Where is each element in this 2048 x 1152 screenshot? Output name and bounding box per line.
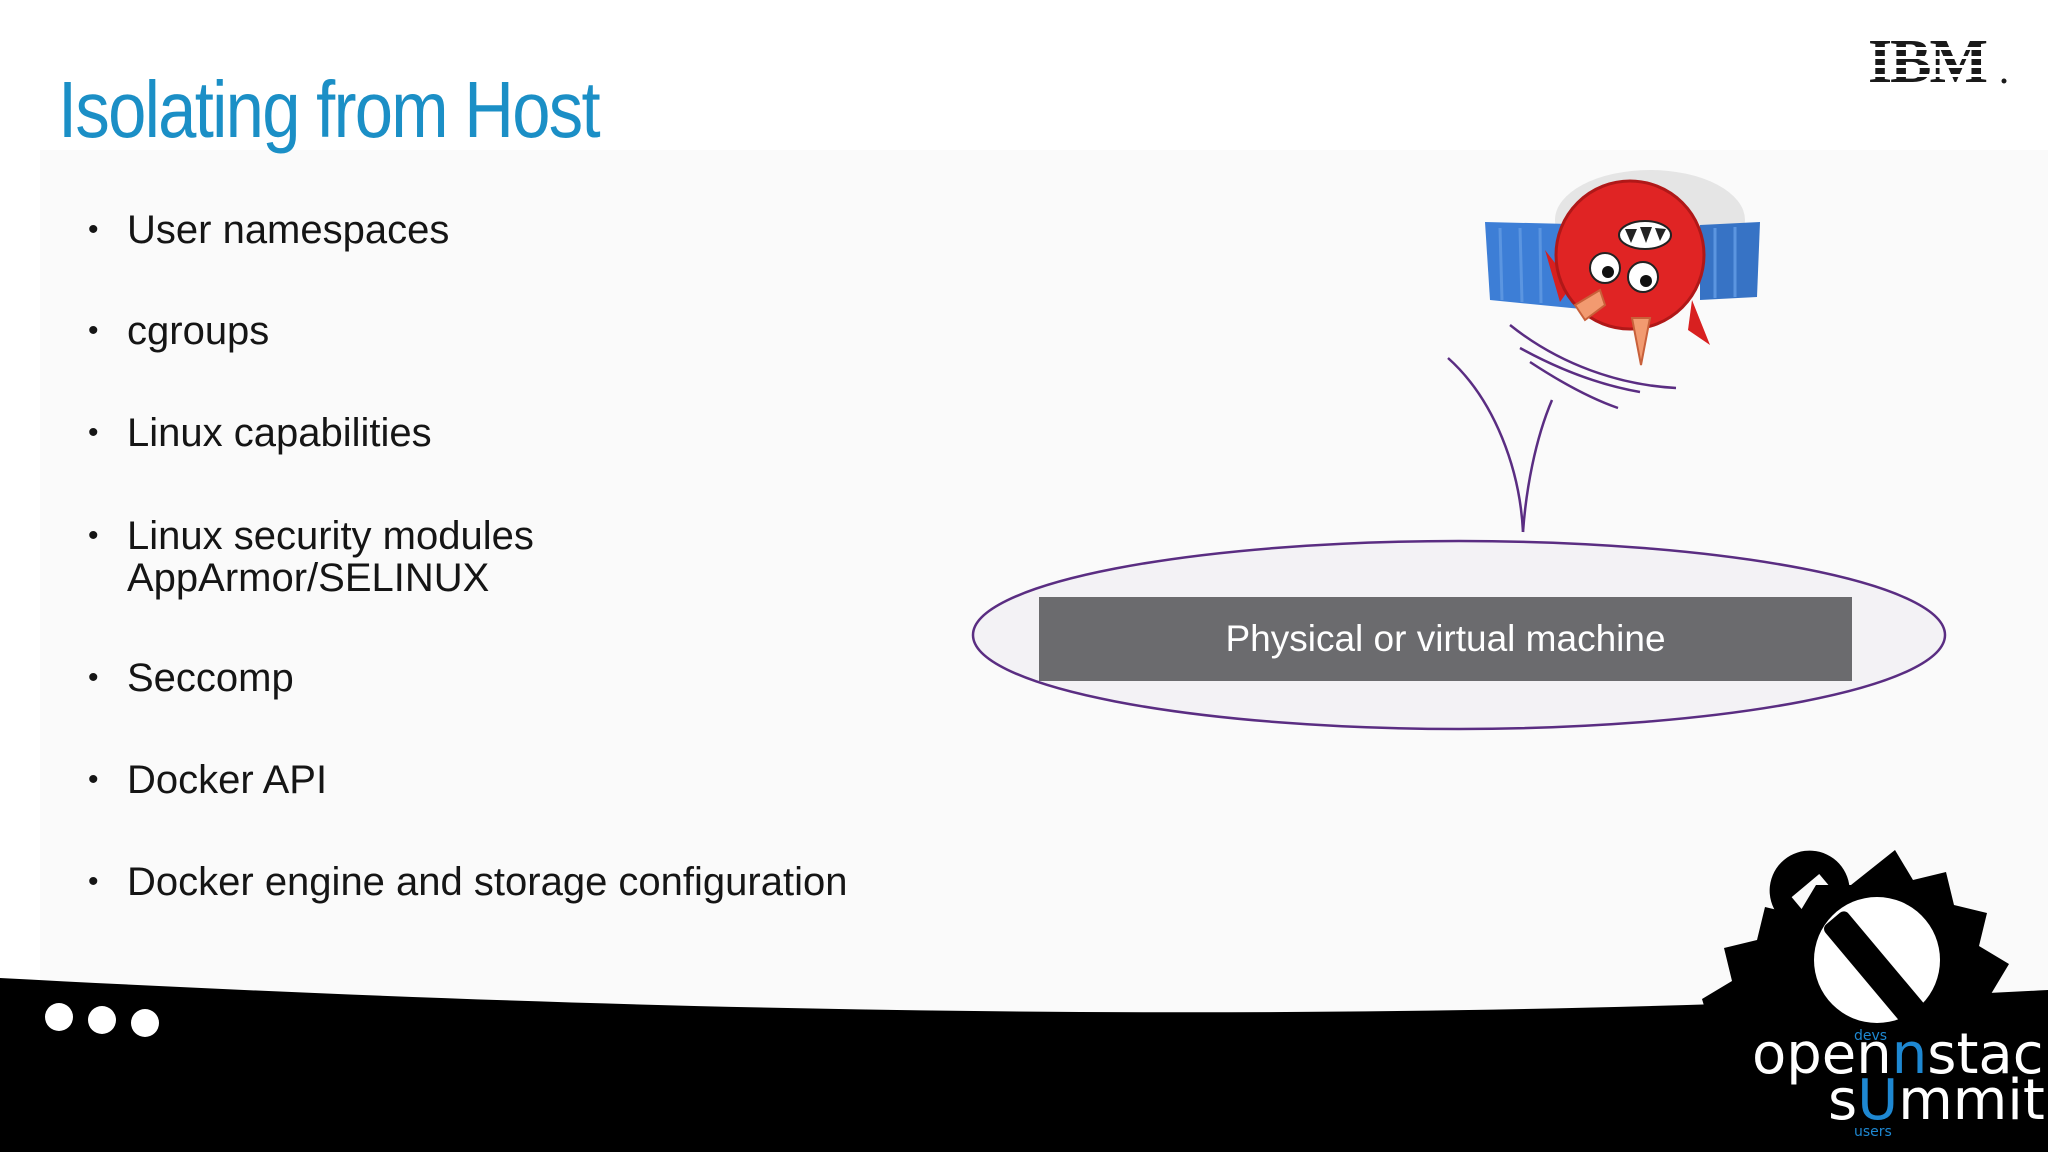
container-mascot-icon <box>1485 170 1760 366</box>
bullet-dot: • <box>88 213 99 246</box>
bullet-dot: • <box>88 661 99 694</box>
bullet-dot: • <box>88 763 99 796</box>
bullet-text: Seccomp <box>127 656 294 700</box>
bullet-text: Docker API <box>127 758 328 802</box>
jump-line-right <box>1521 399 1554 533</box>
logo-s: s <box>1828 1068 1858 1133</box>
bullet-text: User namespaces <box>127 208 450 252</box>
logo-n: n <box>1891 1022 1928 1087</box>
bullet-text: Docker engine and storage configuration <box>127 860 848 904</box>
logo-users: users <box>1854 1124 1892 1140</box>
logo-open: open <box>1752 1022 1892 1087</box>
bullet-text: Linux security modules AppArmor/SELINUX <box>127 515 534 599</box>
machine-label: Physical or virtual machine <box>1225 618 1666 659</box>
motion-lines <box>1509 324 1677 410</box>
bullet-dot: • <box>88 865 99 898</box>
bullet-text: Linux capabilities <box>127 411 432 455</box>
logo-stack: stack <box>1927 1022 2048 1087</box>
machine-box <box>1039 597 1852 681</box>
bullet-text-line2: AppArmor/SELINUX <box>127 556 490 600</box>
bullet-dot: • <box>88 416 99 449</box>
slide-title: Isolating from Host <box>58 65 601 154</box>
logo-u: U <box>1857 1068 1899 1133</box>
bullet-text: cgroups <box>127 309 270 353</box>
bullet-dot: • <box>88 519 99 552</box>
gear-wrench-icon <box>1702 850 2009 1039</box>
logo-devs: devs <box>1854 1028 1888 1044</box>
summit-logo: sUmmit <box>1828 1068 2045 1133</box>
jump-line-left <box>1447 357 1525 533</box>
more-dots-icon <box>45 1003 159 1037</box>
ibm-logo: IBM <box>1868 28 2008 96</box>
logo-mmit: mmit <box>1898 1068 2045 1133</box>
openstack-logo: opennstack <box>1752 1022 2048 1087</box>
bullet-dot: • <box>88 314 99 347</box>
bullet-text-line1: Linux security modules <box>127 514 534 558</box>
